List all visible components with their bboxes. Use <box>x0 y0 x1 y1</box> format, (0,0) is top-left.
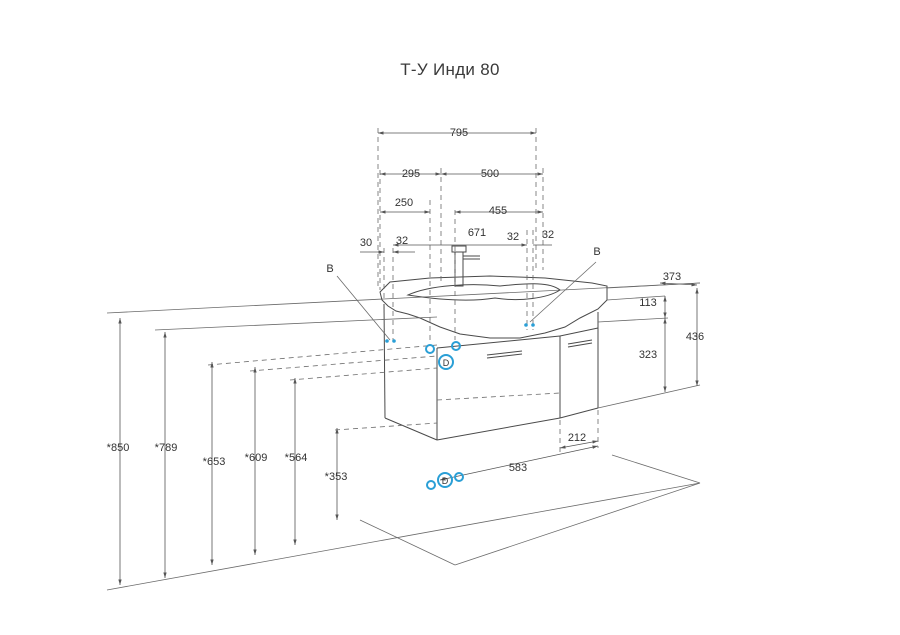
dim-32-mid: 32 <box>507 231 519 243</box>
dim-113: 113 <box>639 297 657 309</box>
dim-583: 583 <box>509 462 527 474</box>
dim-32-right: 32 <box>542 229 554 241</box>
label-b-right: B <box>593 246 600 258</box>
dim-500: 500 <box>481 168 499 180</box>
dim-850: *850 <box>107 442 130 454</box>
dim-653: *653 <box>203 456 226 468</box>
right-dimension-lines <box>439 281 701 481</box>
dim-32-left: 32 <box>396 235 408 247</box>
vanity-cabinet <box>379 275 608 441</box>
leader-line-b-left <box>336 275 391 341</box>
dim-436: 436 <box>686 331 704 343</box>
wall-floor-lines <box>106 282 701 591</box>
page-title: Т-У Инди 80 <box>400 60 500 79</box>
label-b-left: B <box>326 263 333 275</box>
dim-250: 250 <box>395 197 413 209</box>
leader-line-b-right <box>529 261 597 323</box>
dim-373: 373 <box>663 271 681 283</box>
faucet-icon <box>451 245 480 287</box>
dim-671: 671 <box>468 227 486 239</box>
water-outlet-markers <box>385 323 535 490</box>
dim-323: 323 <box>639 349 657 361</box>
dim-455: 455 <box>489 205 507 217</box>
dim-212: 212 <box>568 432 586 444</box>
dim-795: 795 <box>450 127 468 139</box>
extension-lines <box>377 128 544 345</box>
dim-353: *353 <box>325 471 348 483</box>
dim-30: 30 <box>360 237 372 249</box>
dim-564: *564 <box>285 452 308 464</box>
label-d-mid: D <box>443 358 450 368</box>
height-dimension-lines <box>118 316 438 585</box>
label-d-floor: D <box>442 476 449 486</box>
top-dimension-lines <box>360 131 552 254</box>
dim-609: *609 <box>245 452 268 464</box>
dim-295: 295 <box>402 168 420 180</box>
dim-789: *789 <box>155 442 178 454</box>
